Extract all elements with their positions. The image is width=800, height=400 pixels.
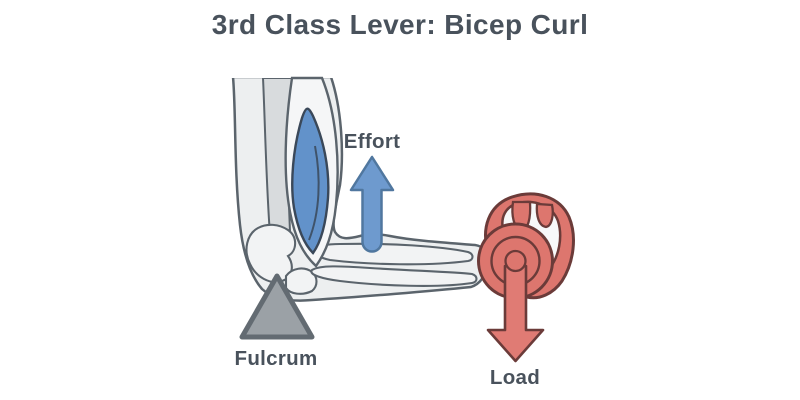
weight-plate-hub [504,249,527,273]
radius-bone [314,242,474,266]
load-arrow-icon [486,264,545,363]
ulna-bone [310,265,478,287]
fulcrum-triangle [239,273,315,340]
bicep-muscle-contour-line [308,145,320,241]
effort-label: Effort [344,130,400,153]
olecranon-bone [284,267,318,295]
effort-arrow-icon [349,155,395,253]
fulcrum-label: Fulcrum [235,347,318,370]
bicep-muscle [291,107,330,255]
finger [535,202,554,229]
arm-illustration [224,63,489,302]
arm-top-cutoff [224,63,342,78]
diagram-title: 3rd Class Lever: Bicep Curl [211,9,589,40]
load-label: Load [490,366,540,389]
